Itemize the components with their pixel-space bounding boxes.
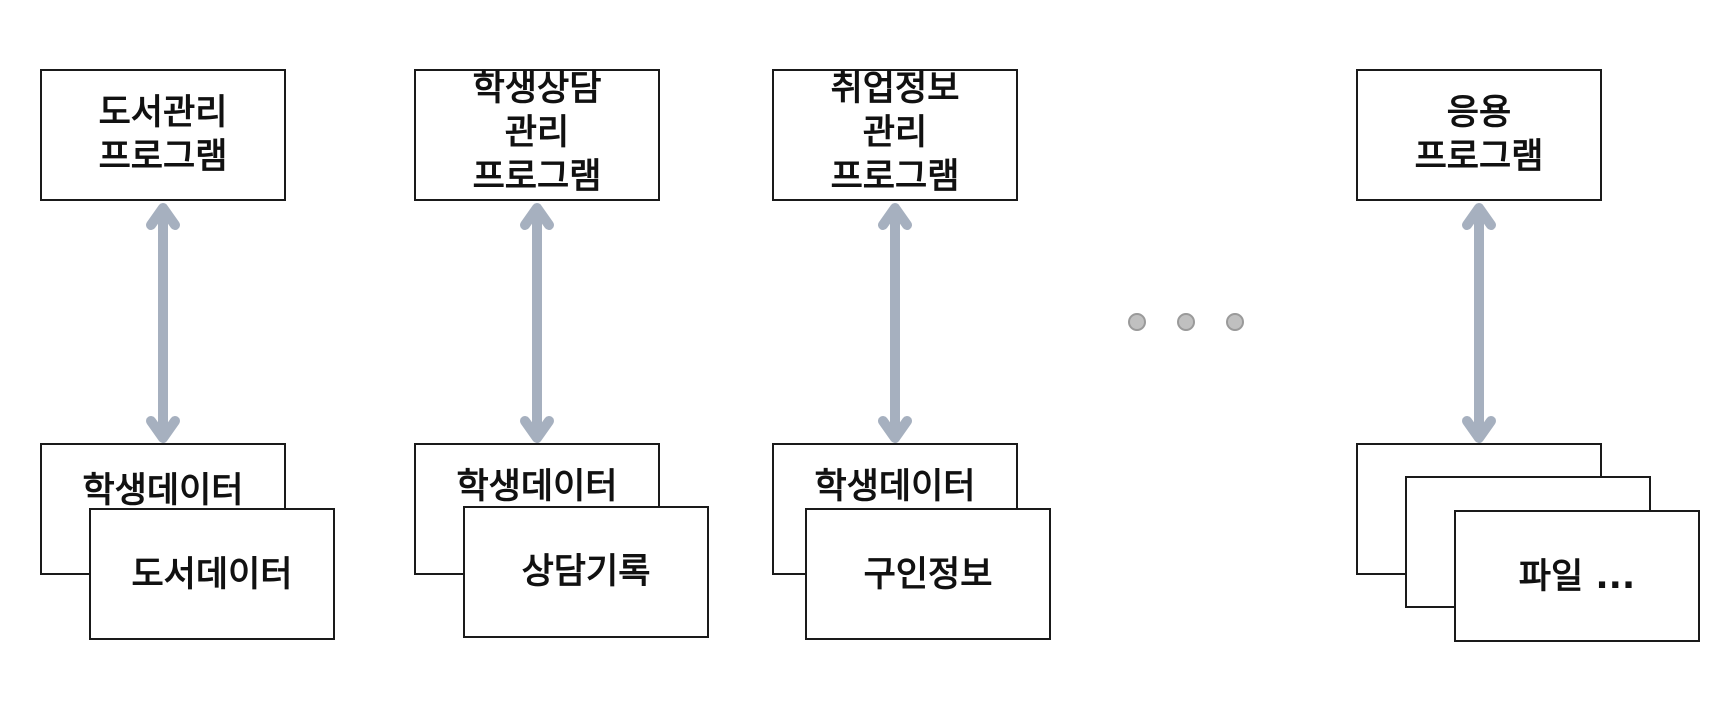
ellipsis-dot	[1226, 313, 1244, 331]
program-box-employment: 취업정보 관리 프로그램	[772, 69, 1018, 201]
column-library: 도서관리 프로그램 학생데이터 도서데이터	[40, 69, 335, 640]
column-counseling: 학생상담 관리 프로그램 학생데이터 상담기록	[414, 69, 709, 638]
program-label-line: 프로그램	[99, 137, 228, 177]
column-employment: 취업정보 관리 프로그램 학생데이터 구인정보	[772, 69, 1051, 640]
file-label: 도서데이터	[131, 555, 292, 595]
program-label-line: 취업정보	[831, 69, 960, 109]
program-label-line: 프로그램	[831, 157, 960, 197]
program-label-line: 도서관리	[99, 93, 228, 133]
program-box-counseling: 학생상담 관리 프로그램	[414, 69, 660, 201]
file-box-library-data: 도서데이터	[89, 508, 335, 640]
ellipsis-dot	[1128, 313, 1146, 331]
program-label-line: 응용	[1447, 93, 1511, 133]
program-box-library: 도서관리 프로그램	[40, 69, 286, 201]
program-label-line: 프로그램	[473, 157, 602, 197]
program-label-line: 학생상담	[473, 69, 602, 109]
file-label: 학생데이터	[456, 467, 617, 507]
file-label: 학생데이터	[82, 471, 243, 511]
file-label: 학생데이터	[814, 467, 975, 507]
file-box-counseling-records: 상담기록	[463, 506, 709, 638]
file-box-job-postings: 구인정보	[805, 508, 1051, 640]
file-box-front: 파일 ...	[1454, 510, 1700, 642]
file-label: 구인정보	[864, 555, 993, 595]
file-label: 파일 ...	[1519, 557, 1635, 597]
program-label-line: 관리	[863, 113, 927, 153]
double-arrow	[878, 203, 912, 443]
program-box-application: 응용 프로그램	[1356, 69, 1602, 201]
double-arrow	[520, 203, 554, 443]
column-application: 응용 프로그램 파일 ...	[1356, 69, 1700, 642]
double-arrow	[1462, 203, 1496, 443]
double-arrow	[146, 203, 180, 443]
file-label: 상담기록	[522, 552, 651, 592]
program-label-line: 프로그램	[1415, 137, 1544, 177]
ellipsis-dot	[1177, 313, 1195, 331]
program-label-line: 관리	[505, 113, 569, 153]
ellipsis	[1128, 313, 1244, 331]
